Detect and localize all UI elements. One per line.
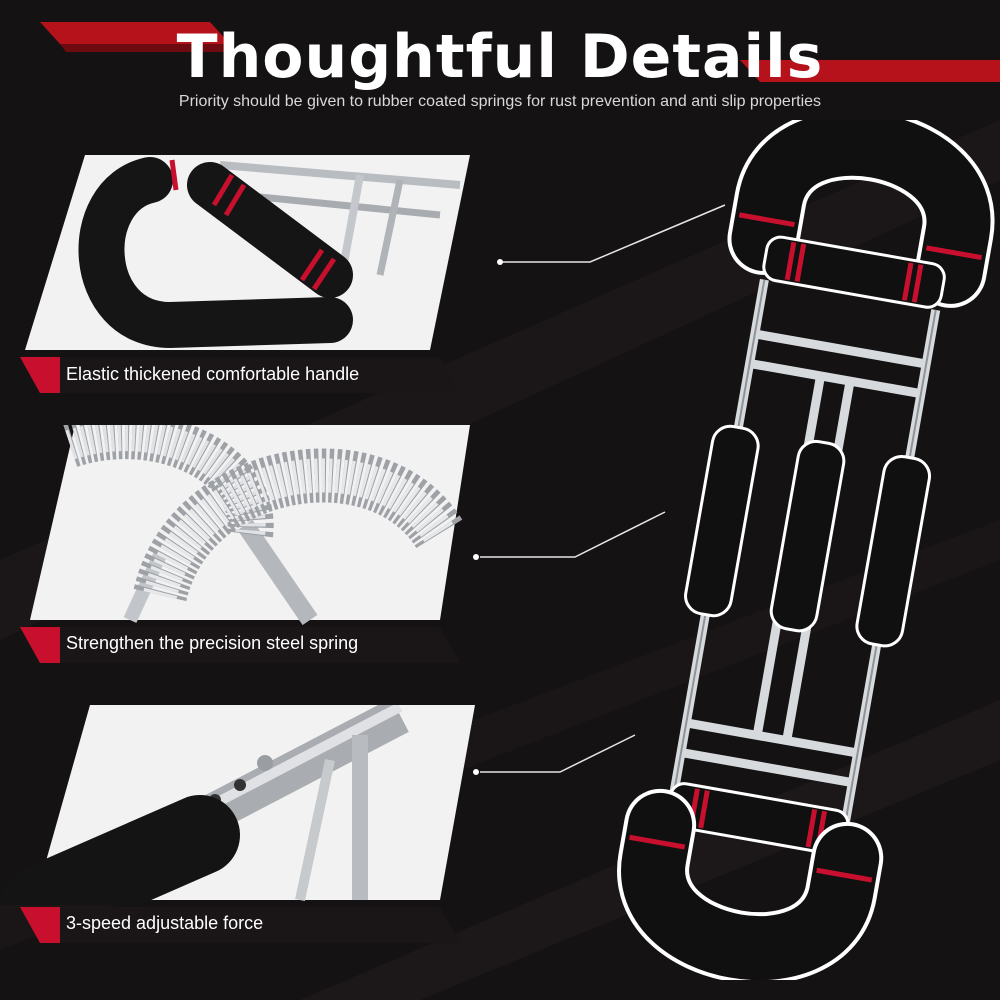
- title-red-stripes: [40, 22, 1000, 82]
- connector-lines: [480, 204, 726, 773]
- arm-strengthener-product: [617, 120, 995, 980]
- foam-handle-photo: [25, 155, 470, 350]
- page-title: Thoughtful Details: [176, 22, 824, 92]
- detail-card-handle: Elastic thickened comfortable handle: [0, 155, 500, 395]
- detail-caption: Elastic thickened comfortable handle: [66, 364, 360, 384]
- connector-dots: [473, 554, 479, 775]
- detail-card-adjustable: 3-speed adjustable force: [0, 705, 500, 945]
- detail-card-spring: Strengthen the precision steel spring: [0, 425, 500, 665]
- detail-caption: 3-speed adjustable force: [66, 913, 264, 933]
- caption-stripe: [20, 907, 460, 943]
- title-banner: Thoughtful Details Priority should be gi…: [0, 0, 1000, 130]
- adjustable-pin-photo: [0, 705, 475, 905]
- steel-spring-photo: [30, 425, 470, 625]
- caption-stripe: [20, 357, 460, 393]
- caption-stripe: [20, 627, 460, 663]
- detail-caption: Strengthen the precision steel spring: [66, 633, 359, 653]
- page-subtitle: Priority should be given to rubber coate…: [178, 93, 822, 110]
